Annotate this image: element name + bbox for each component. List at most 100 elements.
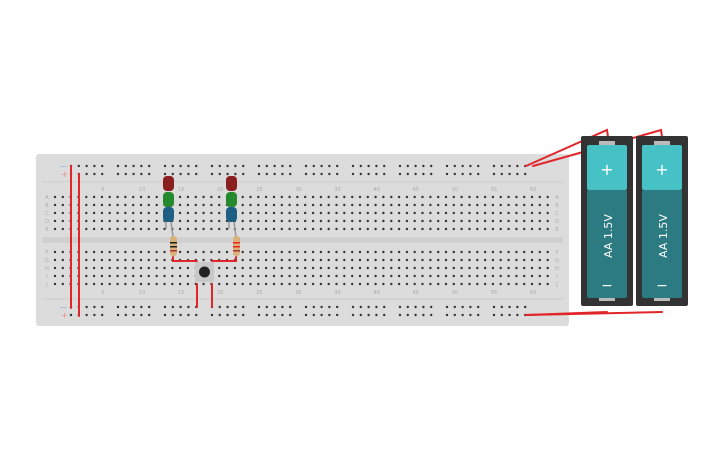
breadboard-hole[interactable] <box>280 274 283 278</box>
breadboard-hole[interactable] <box>312 305 315 309</box>
breadboard-hole[interactable] <box>429 195 432 199</box>
breadboard-hole[interactable] <box>430 305 433 309</box>
breadboard-hole[interactable] <box>92 282 96 286</box>
breadboard-hole[interactable] <box>515 282 518 286</box>
breadboard-hole[interactable] <box>61 227 64 231</box>
breadboard-hole[interactable] <box>226 313 229 317</box>
breadboard-hole[interactable] <box>218 195 221 199</box>
breadboard-hole[interactable] <box>272 203 276 207</box>
breadboard-hole[interactable] <box>383 305 386 309</box>
breadboard-hole[interactable] <box>311 203 315 207</box>
breadboard-hole[interactable] <box>491 250 495 254</box>
breadboard-hole[interactable] <box>272 258 276 262</box>
breadboard-hole[interactable] <box>264 282 268 286</box>
breadboard-hole[interactable] <box>397 250 401 254</box>
breadboard-hole[interactable] <box>452 250 455 254</box>
breadboard-hole[interactable] <box>242 172 245 176</box>
breadboard-hole[interactable] <box>500 305 503 309</box>
breadboard-hole[interactable] <box>375 172 378 176</box>
breadboard-hole[interactable] <box>351 219 354 223</box>
breadboard-hole[interactable] <box>304 164 308 168</box>
breadboard-hole[interactable] <box>452 219 455 223</box>
breadboard-hole[interactable] <box>538 219 541 223</box>
breadboard-hole[interactable] <box>351 313 355 317</box>
breadboard-hole[interactable] <box>366 282 369 286</box>
breadboard-hole[interactable] <box>413 274 416 278</box>
breadboard-hole[interactable] <box>281 172 284 176</box>
breadboard-hole[interactable] <box>476 274 479 278</box>
breadboard-hole[interactable] <box>461 313 464 317</box>
breadboard-hole[interactable] <box>507 227 510 231</box>
breadboard-hole[interactable] <box>530 203 534 207</box>
breadboard-hole[interactable] <box>398 305 402 309</box>
breadboard-hole[interactable] <box>358 282 362 286</box>
breadboard-hole[interactable] <box>444 219 448 223</box>
breadboard-hole[interactable] <box>194 227 197 231</box>
breadboard-hole[interactable] <box>444 282 448 286</box>
breadboard-hole[interactable] <box>319 266 323 270</box>
breadboard-hole[interactable] <box>390 282 393 286</box>
breadboard-hole[interactable] <box>304 219 307 223</box>
breadboard-hole[interactable] <box>311 195 315 199</box>
breadboard-hole[interactable] <box>242 313 245 317</box>
breadboard-hole[interactable] <box>444 274 448 278</box>
breadboard-hole[interactable] <box>139 250 143 254</box>
breadboard-hole[interactable] <box>499 219 502 223</box>
breadboard-hole[interactable] <box>452 203 455 207</box>
breadboard-hole[interactable] <box>155 274 158 278</box>
breadboard-hole[interactable] <box>257 258 260 262</box>
breadboard-hole[interactable] <box>186 203 190 207</box>
breadboard-hole[interactable] <box>289 172 292 176</box>
breadboard-hole[interactable] <box>351 266 354 270</box>
breadboard-hole[interactable] <box>202 195 205 199</box>
breadboard-hole[interactable] <box>538 274 541 278</box>
breadboard-hole[interactable] <box>225 274 229 278</box>
breadboard-hole[interactable] <box>155 258 158 262</box>
breadboard-hole[interactable] <box>124 172 128 176</box>
breadboard-hole[interactable] <box>202 258 205 262</box>
breadboard-hole[interactable] <box>546 211 549 215</box>
breadboard-hole[interactable] <box>178 219 182 223</box>
breadboard-hole[interactable] <box>319 227 323 231</box>
breadboard-hole[interactable] <box>491 195 495 199</box>
breadboard-hole[interactable] <box>413 282 416 286</box>
breadboard-hole[interactable] <box>444 258 448 262</box>
breadboard-hole[interactable] <box>367 172 370 176</box>
breadboard-hole[interactable] <box>210 211 213 215</box>
breadboard-hole[interactable] <box>343 250 346 254</box>
breadboard-hole[interactable] <box>178 211 182 215</box>
breadboard-hole[interactable] <box>320 305 323 309</box>
breadboard-hole[interactable] <box>327 282 330 286</box>
breadboard-hole[interactable] <box>530 227 534 231</box>
breadboard-hole[interactable] <box>132 266 135 270</box>
breadboard-hole[interactable] <box>483 219 487 223</box>
breadboard-hole[interactable] <box>335 282 338 286</box>
breadboard-hole[interactable] <box>437 203 440 207</box>
breadboard-hole[interactable] <box>483 282 487 286</box>
breadboard-hole[interactable] <box>477 172 480 176</box>
breadboard-hole[interactable] <box>194 211 197 215</box>
breadboard-hole[interactable] <box>483 250 487 254</box>
breadboard-hole[interactable] <box>218 250 221 254</box>
breadboard-hole[interactable] <box>358 258 362 262</box>
breadboard-hole[interactable] <box>280 211 283 215</box>
breadboard-hole[interactable] <box>452 195 455 199</box>
breadboard-hole[interactable] <box>296 227 299 231</box>
breadboard-hole[interactable] <box>61 250 64 254</box>
breadboard-hole[interactable] <box>163 282 166 286</box>
breadboard-hole[interactable] <box>210 250 213 254</box>
breadboard-hole[interactable] <box>186 195 190 199</box>
breadboard-hole[interactable] <box>100 227 104 231</box>
resistor[interactable] <box>233 236 240 256</box>
breadboard-hole[interactable] <box>218 266 221 270</box>
breadboard-hole[interactable] <box>77 164 81 168</box>
breadboard-hole[interactable] <box>390 274 393 278</box>
breadboard-hole[interactable] <box>468 250 471 254</box>
breadboard-hole[interactable] <box>195 313 198 317</box>
breadboard-hole[interactable] <box>85 195 88 199</box>
breadboard-hole[interactable] <box>453 305 456 309</box>
breadboard-hole[interactable] <box>499 282 502 286</box>
breadboard-hole[interactable] <box>132 313 135 317</box>
breadboard-hole[interactable] <box>476 195 479 199</box>
breadboard-hole[interactable] <box>148 305 151 309</box>
